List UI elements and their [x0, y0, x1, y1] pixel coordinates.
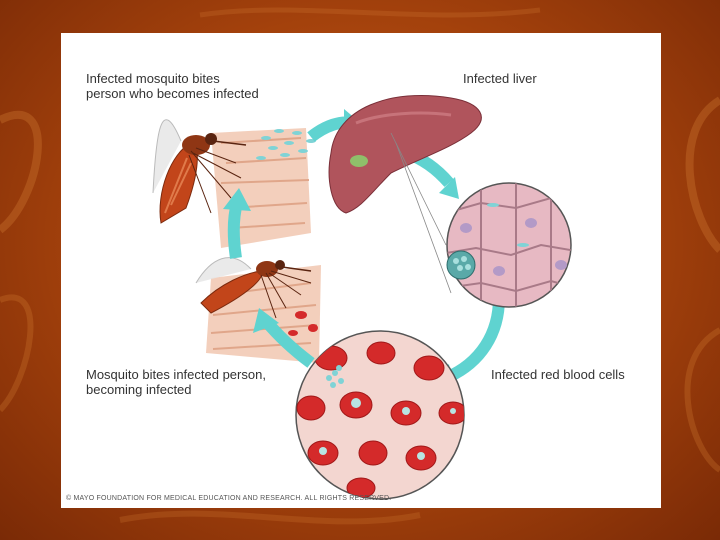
skin-patch-upper [211, 128, 311, 248]
mosquito-upper [152, 119, 247, 224]
mosquito-lower [195, 257, 312, 319]
liver-cells-magnified [446, 182, 572, 308]
blood-magnified [295, 330, 465, 500]
arrow-up-cycle [223, 188, 251, 259]
liver [328, 94, 482, 294]
malaria-cycle-illustration [152, 94, 572, 500]
label-mosquito-bites-person: Infected mosquito bites person who becom… [86, 71, 259, 101]
label-infected-liver: Infected liver [463, 71, 537, 86]
label-mosquito-bites-infected: Mosquito bites infected person, becoming… [86, 367, 266, 397]
copyright-notice: © MAYO FOUNDATION FOR MEDICAL EDUCATION … [66, 495, 392, 502]
label-infected-red-blood-cells: Infected red blood cells [491, 367, 625, 382]
free-red-cells [288, 311, 318, 336]
arrow-to-mosquito [253, 308, 315, 368]
diagram-panel: Infected mosquito bites person who becom… [61, 33, 661, 508]
